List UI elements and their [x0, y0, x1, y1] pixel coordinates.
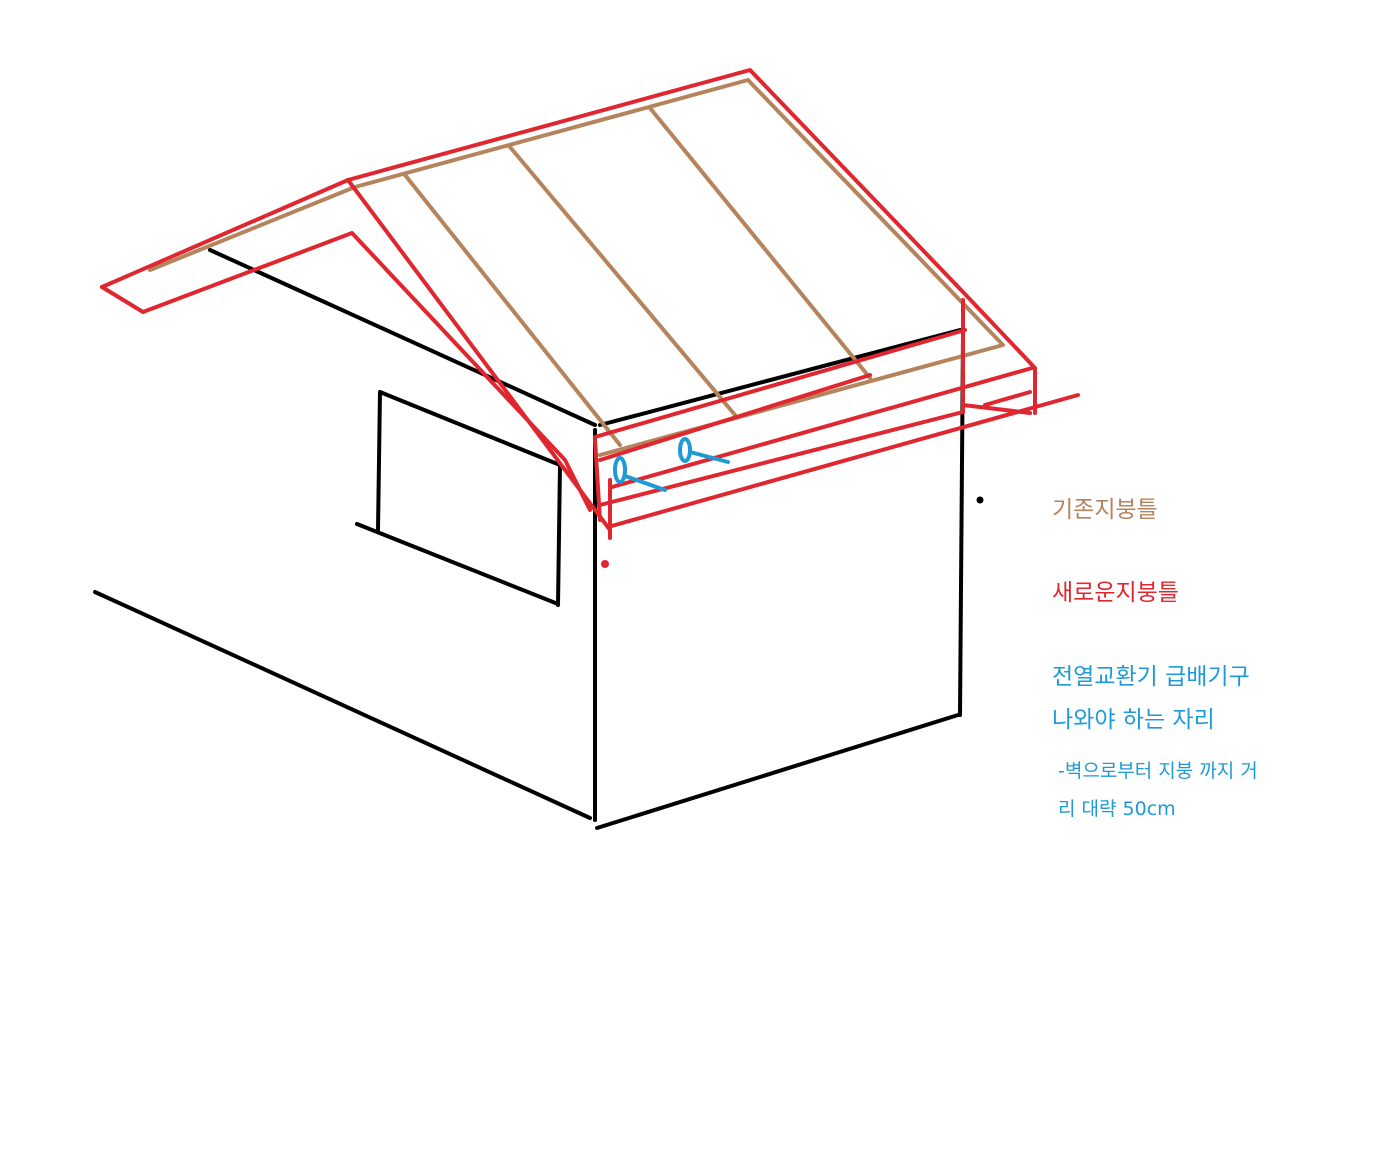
label-distance-note: -벽으로부터 지붕 까지 거 리 대략 50cm [1058, 752, 1258, 828]
vent-location-line2: 나와야 하는 자리 [1052, 707, 1215, 733]
distance-note-line2: 리 대략 50cm [1058, 798, 1176, 820]
label-vent-location: 전열교환기 급배기구 나와야 하는 자리 [1052, 656, 1250, 742]
label-new-roof-frame: 새로운지붕틀 [1052, 580, 1179, 606]
existing-roof-frame [148, 78, 1005, 457]
vent-markers [613, 437, 730, 492]
vent-location-line1: 전열교환기 급배기구 [1052, 664, 1250, 690]
new-roof-frame [100, 68, 1080, 568]
label-existing-roof-frame: 기존지붕틀 [1052, 497, 1158, 523]
vent-icon [613, 456, 627, 484]
wall-lines [93, 248, 984, 830]
vent-icon [678, 437, 692, 463]
distance-note-line1: -벽으로부터 지붕 까지 거 [1058, 760, 1258, 782]
